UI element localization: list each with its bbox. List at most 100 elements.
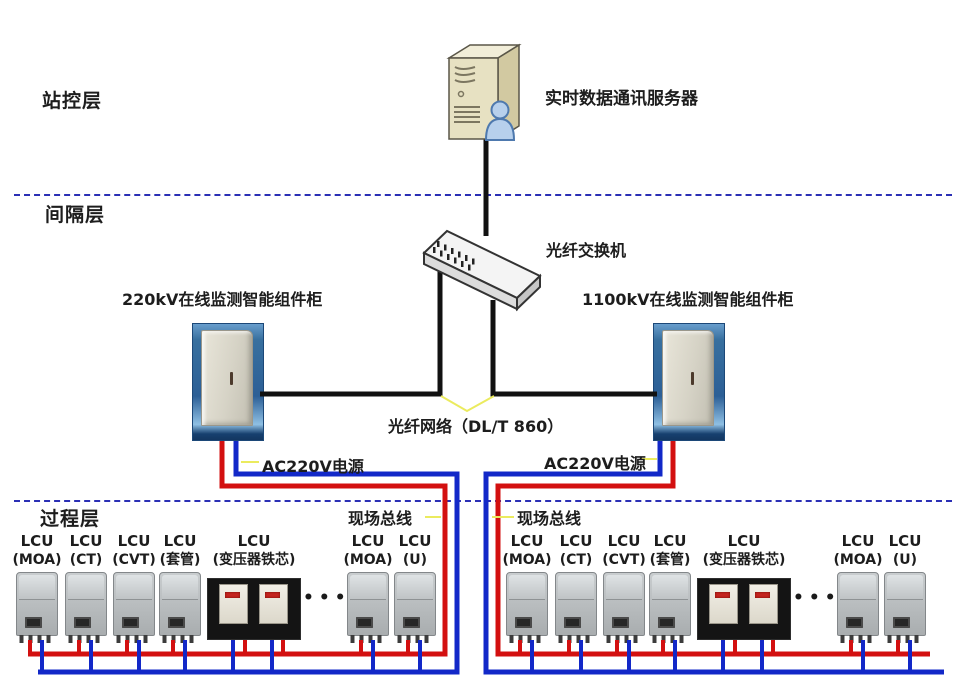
lcu-unit-moa-1-right: LCU (MOA) — [492, 532, 562, 643]
lcu-label: LCU — [237, 532, 271, 550]
lcu-label: LCU — [888, 532, 922, 550]
ellipsis-right: ••• — [793, 588, 841, 608]
transformer-core-monitor-icon — [207, 578, 301, 640]
lcu-type-label: (变压器铁芯) — [212, 552, 296, 568]
lcu-label: LCU — [653, 532, 687, 550]
lcu-label: LCU — [510, 532, 544, 550]
lcu-label: LCU — [20, 532, 54, 550]
field-bus-left-label: 现场总线 — [348, 509, 413, 528]
switch-to-left-cabinet-line — [260, 262, 443, 397]
lcu-unit-u-right: LCU (U) — [870, 532, 940, 643]
ac-power-left-label: AC220V电源 — [262, 457, 364, 476]
lcu-unit-transformer-core-right: LCU (变压器铁芯) — [692, 532, 796, 640]
lcu-unit-cvt-left: LCU (CVT) — [99, 532, 169, 643]
lcu-pins-icon — [509, 635, 545, 643]
lcu-blue-drops — [40, 640, 912, 674]
lcu-unit-cvt-right: LCU (CVT) — [589, 532, 659, 643]
lcu-label: LCU — [727, 532, 761, 550]
cabinet-handle-icon — [690, 372, 694, 386]
cabinet-door — [201, 330, 253, 426]
lcu-device-icon — [837, 572, 879, 643]
lcu-pins-icon — [558, 635, 594, 643]
process-layer-label: 过程层 — [40, 508, 101, 530]
fiber-network-callout — [440, 395, 495, 413]
lcu-type-label: (CT) — [69, 552, 103, 568]
server-label: 实时数据通讯服务器 — [545, 89, 698, 109]
lcu-device-icon — [649, 572, 691, 643]
lcu-type-label: (套管) — [159, 552, 201, 568]
monitor-box-icon — [259, 584, 288, 624]
fiber-switch-icon — [422, 229, 542, 312]
monitor-box-icon — [709, 584, 738, 624]
server-icon — [446, 43, 522, 141]
lcu-type-label: (套管) — [649, 552, 691, 568]
power-wire-blue-left — [38, 441, 460, 675]
yellow-callouts — [241, 395, 657, 518]
lcu-label: LCU — [117, 532, 151, 550]
layer-divider-station-bay — [14, 194, 952, 196]
user-icon — [484, 100, 516, 141]
power-wire-red-right — [495, 441, 930, 657]
lcu-label: LCU — [163, 532, 197, 550]
lcu-device-icon — [65, 572, 107, 643]
lcu-unit-bushing-right: LCU (套管) — [635, 532, 705, 643]
lcu-pins-icon — [116, 635, 152, 643]
power-wire-blue-right — [483, 441, 944, 675]
cabinet-1100kv — [653, 323, 725, 441]
lcu-type-label: (U) — [892, 552, 918, 568]
lcu-type-label: (CVT) — [602, 552, 646, 568]
power-wires — [28, 441, 944, 675]
cabinet-handle-icon — [229, 372, 233, 386]
lcu-unit-moa-1-left: LCU (MOA) — [2, 532, 72, 643]
lcu-device-icon — [884, 572, 926, 643]
network-lines — [260, 136, 657, 397]
lcu-device-icon — [159, 572, 201, 643]
lcu-pins-icon — [397, 635, 433, 643]
lcu-type-label: (MOA) — [502, 552, 552, 568]
cabinet-door — [662, 330, 714, 426]
cabinet-1100kv-label: 1100kV在线监测智能组件柜 — [582, 290, 794, 309]
lcu-label: LCU — [69, 532, 103, 550]
lcu-type-label: (U) — [402, 552, 428, 568]
lcu-pins-icon — [350, 635, 386, 643]
lcu-device-icon — [113, 572, 155, 643]
ellipsis-left: ••• — [303, 588, 351, 608]
lcu-device-icon — [347, 572, 389, 643]
lcu-pins-icon — [19, 635, 55, 643]
lcu-red-drops — [28, 640, 900, 656]
lcu-pins-icon — [840, 635, 876, 643]
transformer-core-monitor-icon — [697, 578, 791, 640]
fiber-network-label: 光纤网络（DL/T 860） — [388, 417, 564, 436]
lcu-unit-bushing-left: LCU (套管) — [145, 532, 215, 643]
switch-label: 光纤交换机 — [546, 241, 627, 260]
lcu-label: LCU — [398, 532, 432, 550]
switch-ports-icon — [433, 241, 475, 271]
power-wire-red-left — [28, 441, 448, 657]
lcu-pins-icon — [68, 635, 104, 643]
monitor-box-icon — [219, 584, 248, 624]
lcu-label: LCU — [559, 532, 593, 550]
lcu-unit-ct-right: LCU (CT) — [541, 532, 611, 643]
lcu-device-icon — [16, 572, 58, 643]
field-bus-right-label: 现场总线 — [517, 509, 582, 528]
switch-to-right-cabinet-line — [490, 300, 657, 397]
lcu-type-label: (MOA) — [833, 552, 883, 568]
lcu-type-label: (MOA) — [12, 552, 62, 568]
lcu-device-icon — [603, 572, 645, 643]
lcu-pins-icon — [606, 635, 642, 643]
lcu-device-icon — [555, 572, 597, 643]
lcu-label: LCU — [351, 532, 385, 550]
lcu-label: LCU — [607, 532, 641, 550]
lcu-unit-moa-2-right: LCU (MOA) — [823, 532, 893, 643]
lcu-pins-icon — [162, 635, 198, 643]
ac-power-right-label: AC220V电源 — [544, 454, 646, 473]
monitor-box-icon — [749, 584, 778, 624]
lcu-pins-icon — [887, 635, 923, 643]
lcu-type-label: (CVT) — [112, 552, 156, 568]
lcu-type-label: (CT) — [559, 552, 593, 568]
lcu-unit-u-left: LCU (U) — [380, 532, 450, 643]
cabinet-220kv — [192, 323, 264, 441]
lcu-type-label: (变压器铁芯) — [702, 552, 786, 568]
lcu-type-label: (MOA) — [343, 552, 393, 568]
